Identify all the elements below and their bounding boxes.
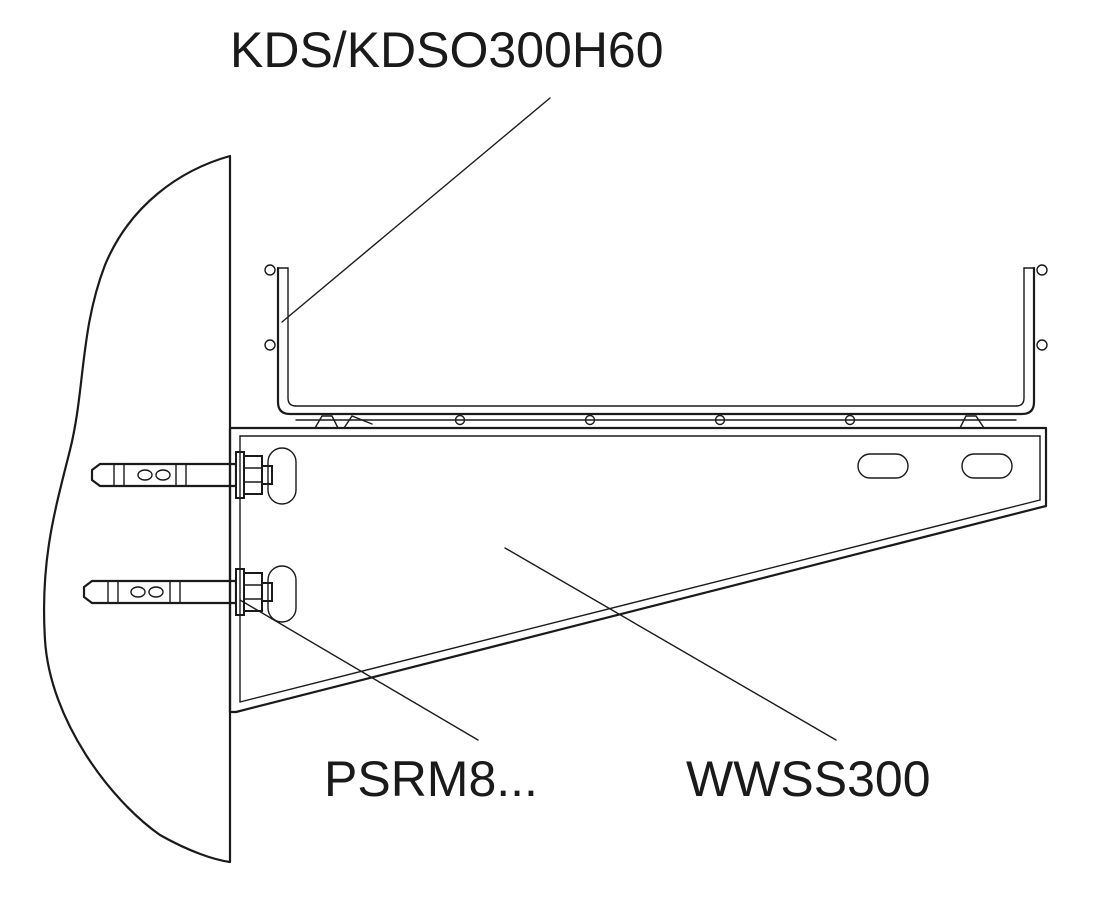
wall-bracket-label: WWSS300 <box>686 751 931 807</box>
lower-anchor-bolt <box>82 568 273 616</box>
upper-anchor-bolt <box>90 451 273 499</box>
leader-lines <box>239 97 837 741</box>
leader-wall-bracket <box>504 547 837 741</box>
leader-anchor-bolt <box>239 599 479 741</box>
wall-bracket <box>228 426 1048 714</box>
anchor-bolt-label: PSRM8... <box>324 751 538 807</box>
cable-tray <box>264 264 1048 429</box>
cable-tray-label: KDS/KDSO300H60 <box>230 22 664 78</box>
leader-cable-tray <box>281 97 551 323</box>
wall-section <box>42 154 232 864</box>
